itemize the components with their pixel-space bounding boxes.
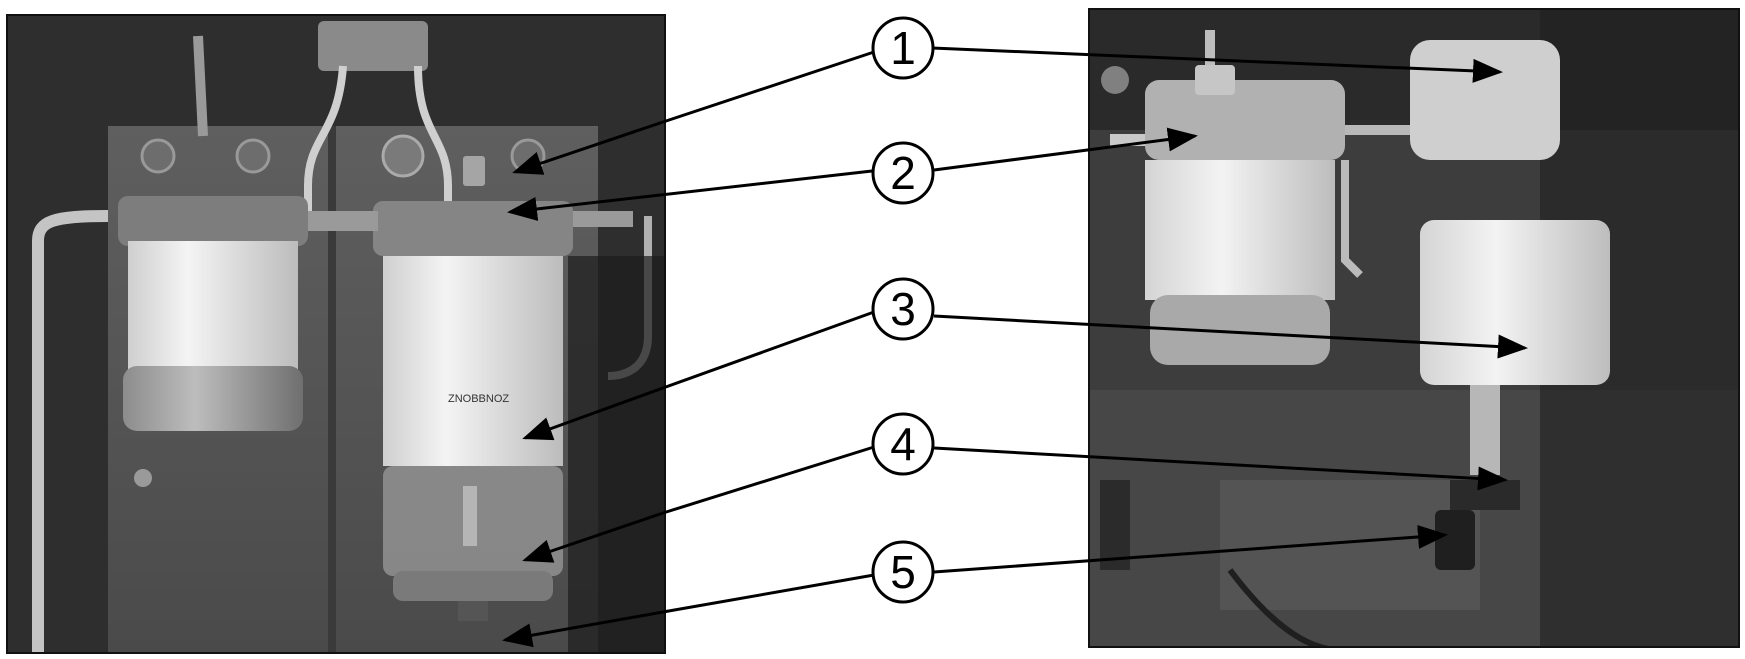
callout-2-number: 2 <box>890 147 916 199</box>
top-bracket <box>318 21 428 71</box>
callout-1-number: 1 <box>890 22 916 74</box>
filter-element-secondary <box>1420 220 1610 385</box>
fuel-line-top-left <box>193 35 208 137</box>
filter-head-left <box>118 196 308 246</box>
vent-screw-left-photo <box>463 156 485 186</box>
callout-3-number: 3 <box>890 283 916 335</box>
filter-element-label: ZNOBBNOZ <box>448 393 509 405</box>
callout-5-leader-left <box>662 573 875 614</box>
filter-element-right <box>383 256 563 466</box>
fuel-line-left <box>32 210 109 652</box>
callout-5-circle <box>871 540 935 604</box>
water-bowl-left <box>123 366 303 431</box>
callout-4-circle <box>871 412 935 476</box>
filter-head <box>1145 80 1345 160</box>
filter-head-secondary <box>1410 40 1560 160</box>
right-photo-drawing <box>1090 10 1738 646</box>
left-photo-drawing: ZNOBBNOZ <box>8 16 664 652</box>
filter-bowl-primary <box>1150 295 1330 365</box>
filter-element-left <box>128 241 298 371</box>
callout-3-leader-left <box>662 310 875 390</box>
callout-4-number: 4 <box>890 418 916 470</box>
filter-head-right <box>373 201 573 256</box>
drain-valve <box>458 601 488 621</box>
callout-1-leader-left <box>662 50 875 124</box>
left-photo-fuel-filters: ZNOBBNOZ <box>6 14 666 654</box>
right-photo-fuel-filters <box>1088 8 1740 648</box>
drain-fitting <box>1435 510 1475 570</box>
callout-5-number: 5 <box>890 546 916 598</box>
callout-1-circle <box>871 16 935 80</box>
vent-screw <box>1195 65 1235 95</box>
callout-2-circle <box>871 141 935 205</box>
callout-3-circle <box>871 277 935 341</box>
callout-4-leader-left <box>662 445 875 515</box>
filter-element-primary <box>1145 160 1335 300</box>
bowl-base <box>393 571 553 601</box>
